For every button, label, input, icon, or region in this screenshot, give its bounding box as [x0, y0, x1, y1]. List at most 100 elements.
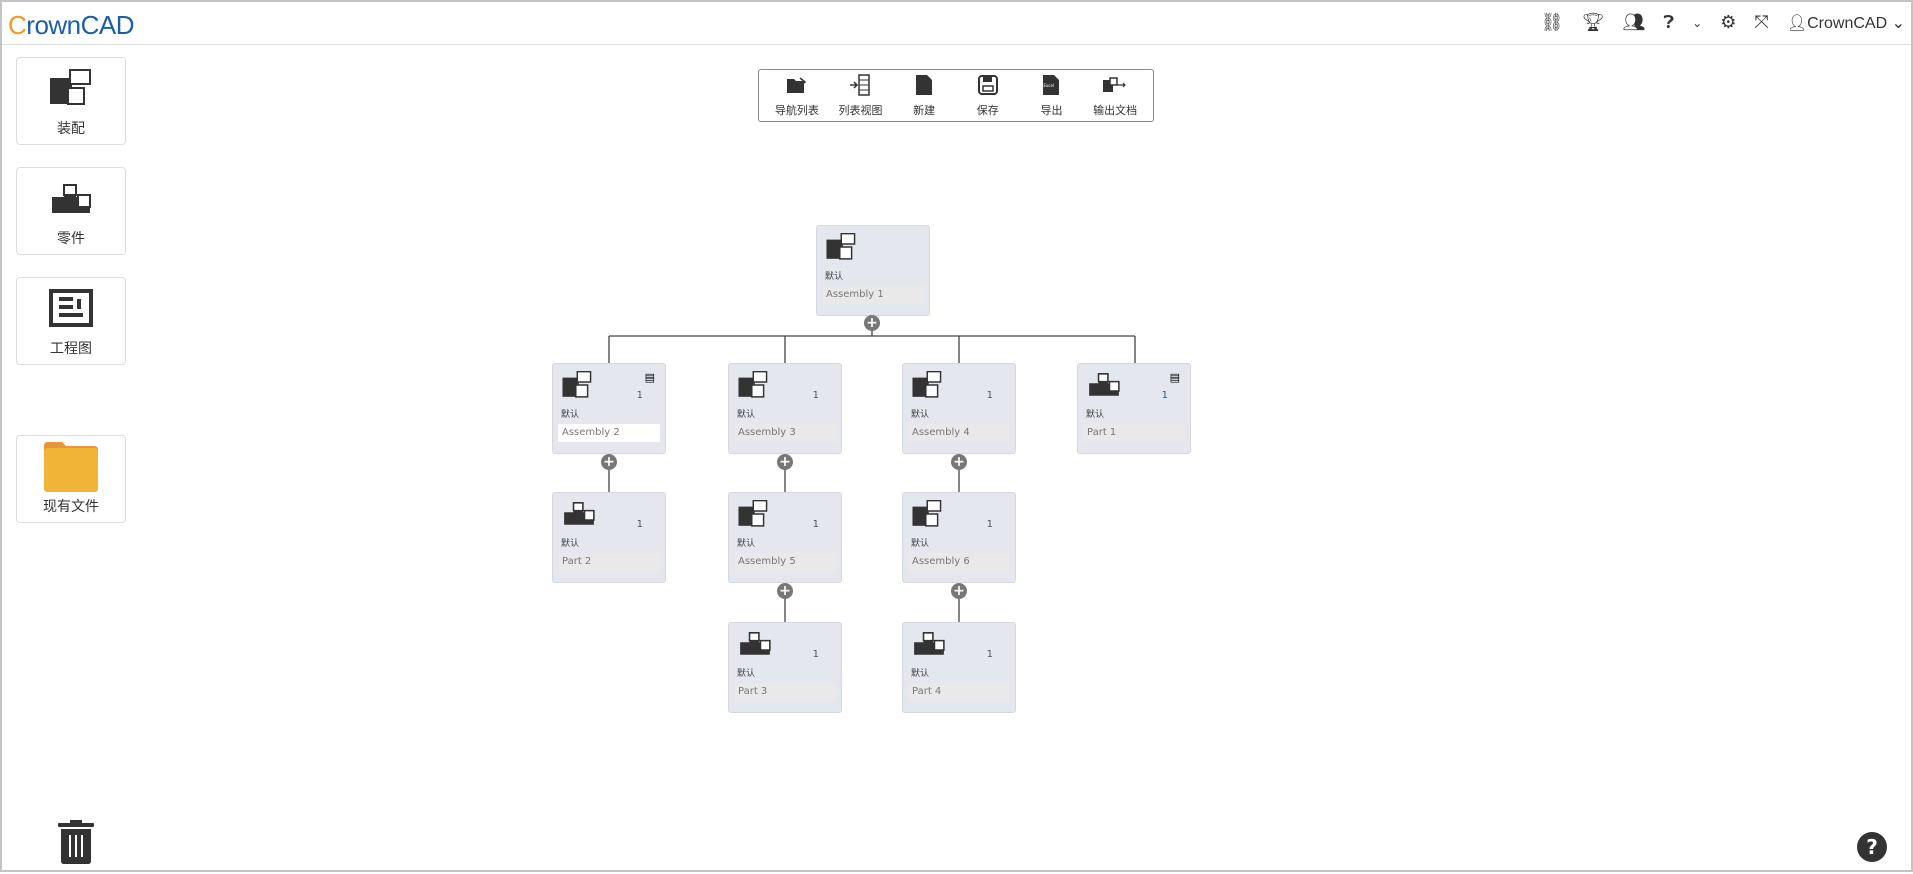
- quantity: 1: [636, 519, 643, 530]
- expand-button[interactable]: +: [601, 454, 617, 470]
- file-icon: [915, 73, 933, 97]
- assembly-icon: [561, 370, 595, 404]
- crowncad-logo[interactable]: CrownCAD: [8, 10, 135, 41]
- expand-button[interactable]: +: [777, 583, 793, 599]
- save-button[interactable]: 保存: [958, 73, 1018, 118]
- tree-node[interactable]: 1 默认 Assembly 4: [902, 363, 1016, 454]
- button-label: 列表视图: [838, 104, 883, 117]
- assembly-icon: [911, 370, 945, 404]
- user-icon: 👤︎: [1786, 14, 1808, 32]
- help-icon[interactable]: ❓︎: [1663, 12, 1675, 33]
- user-menu[interactable]: 👤︎CrownCAD ⌄: [1786, 14, 1905, 32]
- new-button[interactable]: 新建: [894, 73, 954, 118]
- folder-icon: [17, 436, 125, 492]
- tree-node[interactable]: 1 默认 Part 2: [552, 492, 666, 583]
- configuration: 默认: [911, 669, 930, 679]
- node-name-field[interactable]: Part 3: [734, 683, 836, 701]
- sidebar-item-label: 装配: [57, 121, 85, 137]
- tree-node[interactable]: ▤1 默认 Assembly 2: [552, 363, 666, 454]
- gear-icon[interactable]: ⚙: [1720, 12, 1737, 33]
- tree-node[interactable]: 1 默认 Assembly 6: [902, 492, 1016, 583]
- fullscreen-icon[interactable]: ⤧: [1754, 12, 1769, 33]
- nav-list-button[interactable]: 导航列表: [767, 73, 827, 118]
- output-doc-button[interactable]: 输出文档: [1085, 73, 1145, 118]
- help-button[interactable]: ?: [1857, 832, 1887, 862]
- tree-icon[interactable]: ⛓: [1540, 12, 1564, 33]
- button-label: 输出文档: [1093, 104, 1138, 117]
- configuration: 默认: [737, 410, 756, 420]
- sidebar-item-drawing[interactable]: 工程图: [16, 277, 126, 365]
- node-name-field[interactable]: Part 2: [558, 553, 660, 571]
- node-name-field[interactable]: Assembly 3: [734, 424, 836, 442]
- assembly-icon: [17, 58, 125, 110]
- button-label: 保存: [976, 104, 999, 117]
- tree-node[interactable]: 1 默认 Assembly 3: [728, 363, 842, 454]
- node-name-field[interactable]: Part 1: [1083, 424, 1185, 442]
- button-label: 导出: [1040, 104, 1063, 117]
- button-label: 新建: [913, 104, 936, 117]
- tree-node[interactable]: 1 默认 Part 3: [728, 622, 842, 713]
- users-icon[interactable]: 👥︎: [1622, 12, 1646, 33]
- tree-node[interactable]: 默认 Assembly 1: [816, 225, 930, 316]
- part-icon: [737, 629, 773, 661]
- configuration: 默认: [1086, 410, 1105, 420]
- node-name-field[interactable]: Assembly 1: [822, 286, 924, 304]
- part-icon: [1086, 370, 1122, 402]
- quantity: 1: [986, 519, 993, 530]
- configuration: 默认: [737, 669, 756, 679]
- trophy-icon[interactable]: 🏆︎: [1581, 12, 1605, 33]
- trash-button[interactable]: [58, 820, 94, 868]
- button-label: 导航列表: [774, 104, 819, 117]
- save-icon: [977, 73, 998, 97]
- expand-button[interactable]: +: [951, 583, 967, 599]
- assembly-icon: [825, 232, 859, 266]
- quantity: 1: [812, 519, 819, 530]
- trash-icon: [58, 820, 94, 864]
- folder-open-icon: [786, 73, 808, 97]
- assembly-icon: [911, 499, 945, 533]
- node-name-field[interactable]: Part 4: [908, 683, 1010, 701]
- chevron-down-icon[interactable]: ⌄: [1692, 15, 1703, 30]
- configuration: 默认: [825, 272, 844, 282]
- quantity: 1: [812, 390, 819, 401]
- sidebar-item-label: 现有文件: [43, 499, 99, 515]
- expand-button[interactable]: +: [951, 454, 967, 470]
- drawing-icon[interactable]: ▤: [1169, 371, 1180, 384]
- assembly-icon: [737, 370, 771, 404]
- sidebar-item-assembly[interactable]: 装配: [16, 57, 126, 145]
- tree-node[interactable]: ▤1 默认 Part 1: [1077, 363, 1191, 454]
- logo-initial: C: [8, 10, 27, 40]
- logo-text: rownCAD: [26, 10, 135, 40]
- configuration: 默认: [561, 539, 580, 549]
- sidebar-item-label: 零件: [57, 231, 85, 247]
- quantity: 1: [812, 649, 819, 660]
- sidebar-item-part[interactable]: 零件: [16, 167, 126, 255]
- part-icon: [561, 499, 597, 531]
- quantity: 1: [636, 390, 643, 401]
- expand-button[interactable]: +: [864, 315, 880, 331]
- configuration: 默认: [911, 539, 930, 549]
- sidebar-item-existing-files[interactable]: 现有文件: [16, 435, 126, 523]
- quantity: 1: [986, 390, 993, 401]
- part-icon: [17, 168, 125, 220]
- node-name-field[interactable]: Assembly 2: [558, 424, 660, 442]
- part-icon: [911, 629, 947, 661]
- expand-button[interactable]: +: [777, 454, 793, 470]
- configuration: 默认: [911, 410, 930, 420]
- configuration: 默认: [561, 410, 580, 420]
- drawing-icon[interactable]: ▤: [644, 371, 655, 384]
- header: CrownCAD ⛓ 🏆︎ 👥︎ ❓︎ ⌄ ⚙ ⤧ 👤︎CrownCAD ⌄: [2, 2, 1911, 45]
- list-view-button[interactable]: 列表视图: [830, 73, 890, 118]
- node-name-field[interactable]: Assembly 4: [908, 424, 1010, 442]
- assembly-icon: [737, 499, 771, 533]
- quantity: 1: [1161, 390, 1168, 401]
- node-name-field[interactable]: Assembly 6: [908, 553, 1010, 571]
- list-view-icon: [849, 73, 871, 97]
- drawing-icon: [17, 278, 125, 330]
- node-name-field[interactable]: Assembly 5: [734, 553, 836, 571]
